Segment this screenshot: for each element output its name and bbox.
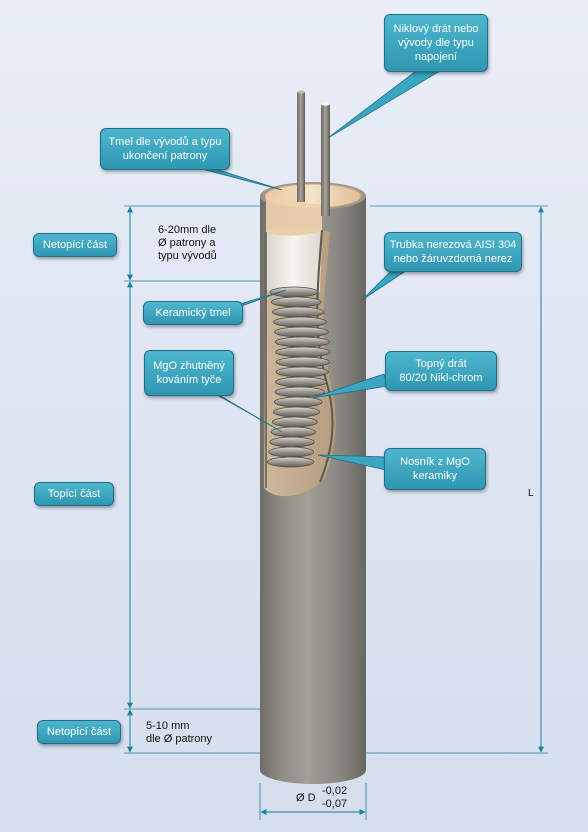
coil-turn	[274, 326, 329, 338]
callout-heating-wire: Topný drát 80/20 Nikl-chrom	[385, 351, 497, 391]
coil-turn	[268, 446, 315, 458]
coil-turn	[269, 436, 315, 448]
dimension-lines	[124, 205, 548, 820]
callout-unheated-bottom: Netopící část	[37, 720, 121, 744]
callout-heated-part: Topící část	[34, 482, 114, 506]
coil-turn	[274, 386, 325, 398]
coil-turn	[270, 426, 316, 438]
callout-cement-leads: Tmel dle vývodů a typu ukončení patrony	[100, 128, 230, 170]
callout-mgo-carrier: Nosník z MgO keramiky	[384, 448, 486, 490]
coil-turn	[271, 416, 318, 428]
nickel-pin-right	[321, 102, 330, 216]
coil-turn	[272, 306, 325, 318]
dimension-bottom-length: 5-10 mm dle Ø patrony	[146, 720, 213, 745]
nickel-pin-left	[297, 90, 305, 202]
dimension-top-length: 6-20mm dle Ø patrony a typu vývodů	[158, 224, 217, 262]
callout-mgo-compacted: MgO zhutněný kováním tyče	[144, 350, 234, 396]
ceramic-cap	[264, 183, 362, 236]
callout-nickel-wire: Niklový drát nebo vývody dle typu napoje…	[384, 14, 488, 72]
tolerance-lower: -0,07	[322, 798, 348, 810]
coil-turn	[269, 286, 319, 298]
callout-unheated-top: Netopící část	[33, 233, 117, 257]
coil-turn	[275, 366, 329, 378]
dimension-total-length: L	[528, 488, 534, 499]
callout-ceramic-cement: Keramický tmel	[143, 301, 243, 325]
coil-turn	[274, 336, 330, 348]
coil-turn	[275, 376, 328, 388]
heating-wire-coil	[266, 286, 331, 468]
coil-turn	[272, 406, 320, 418]
coil-turn	[270, 296, 322, 308]
coil-turn	[275, 346, 331, 358]
tolerance-upper: -0,02	[322, 785, 348, 797]
dimension-diameter: Ø D	[296, 792, 316, 804]
coil-turn	[275, 356, 330, 368]
coil-turn	[266, 456, 315, 468]
callout-steel-tube: Trubka nerezová AISI 304 nebo žáruvzdorn…	[384, 232, 522, 272]
coil-turn	[273, 396, 323, 408]
coil-turn	[273, 316, 327, 328]
